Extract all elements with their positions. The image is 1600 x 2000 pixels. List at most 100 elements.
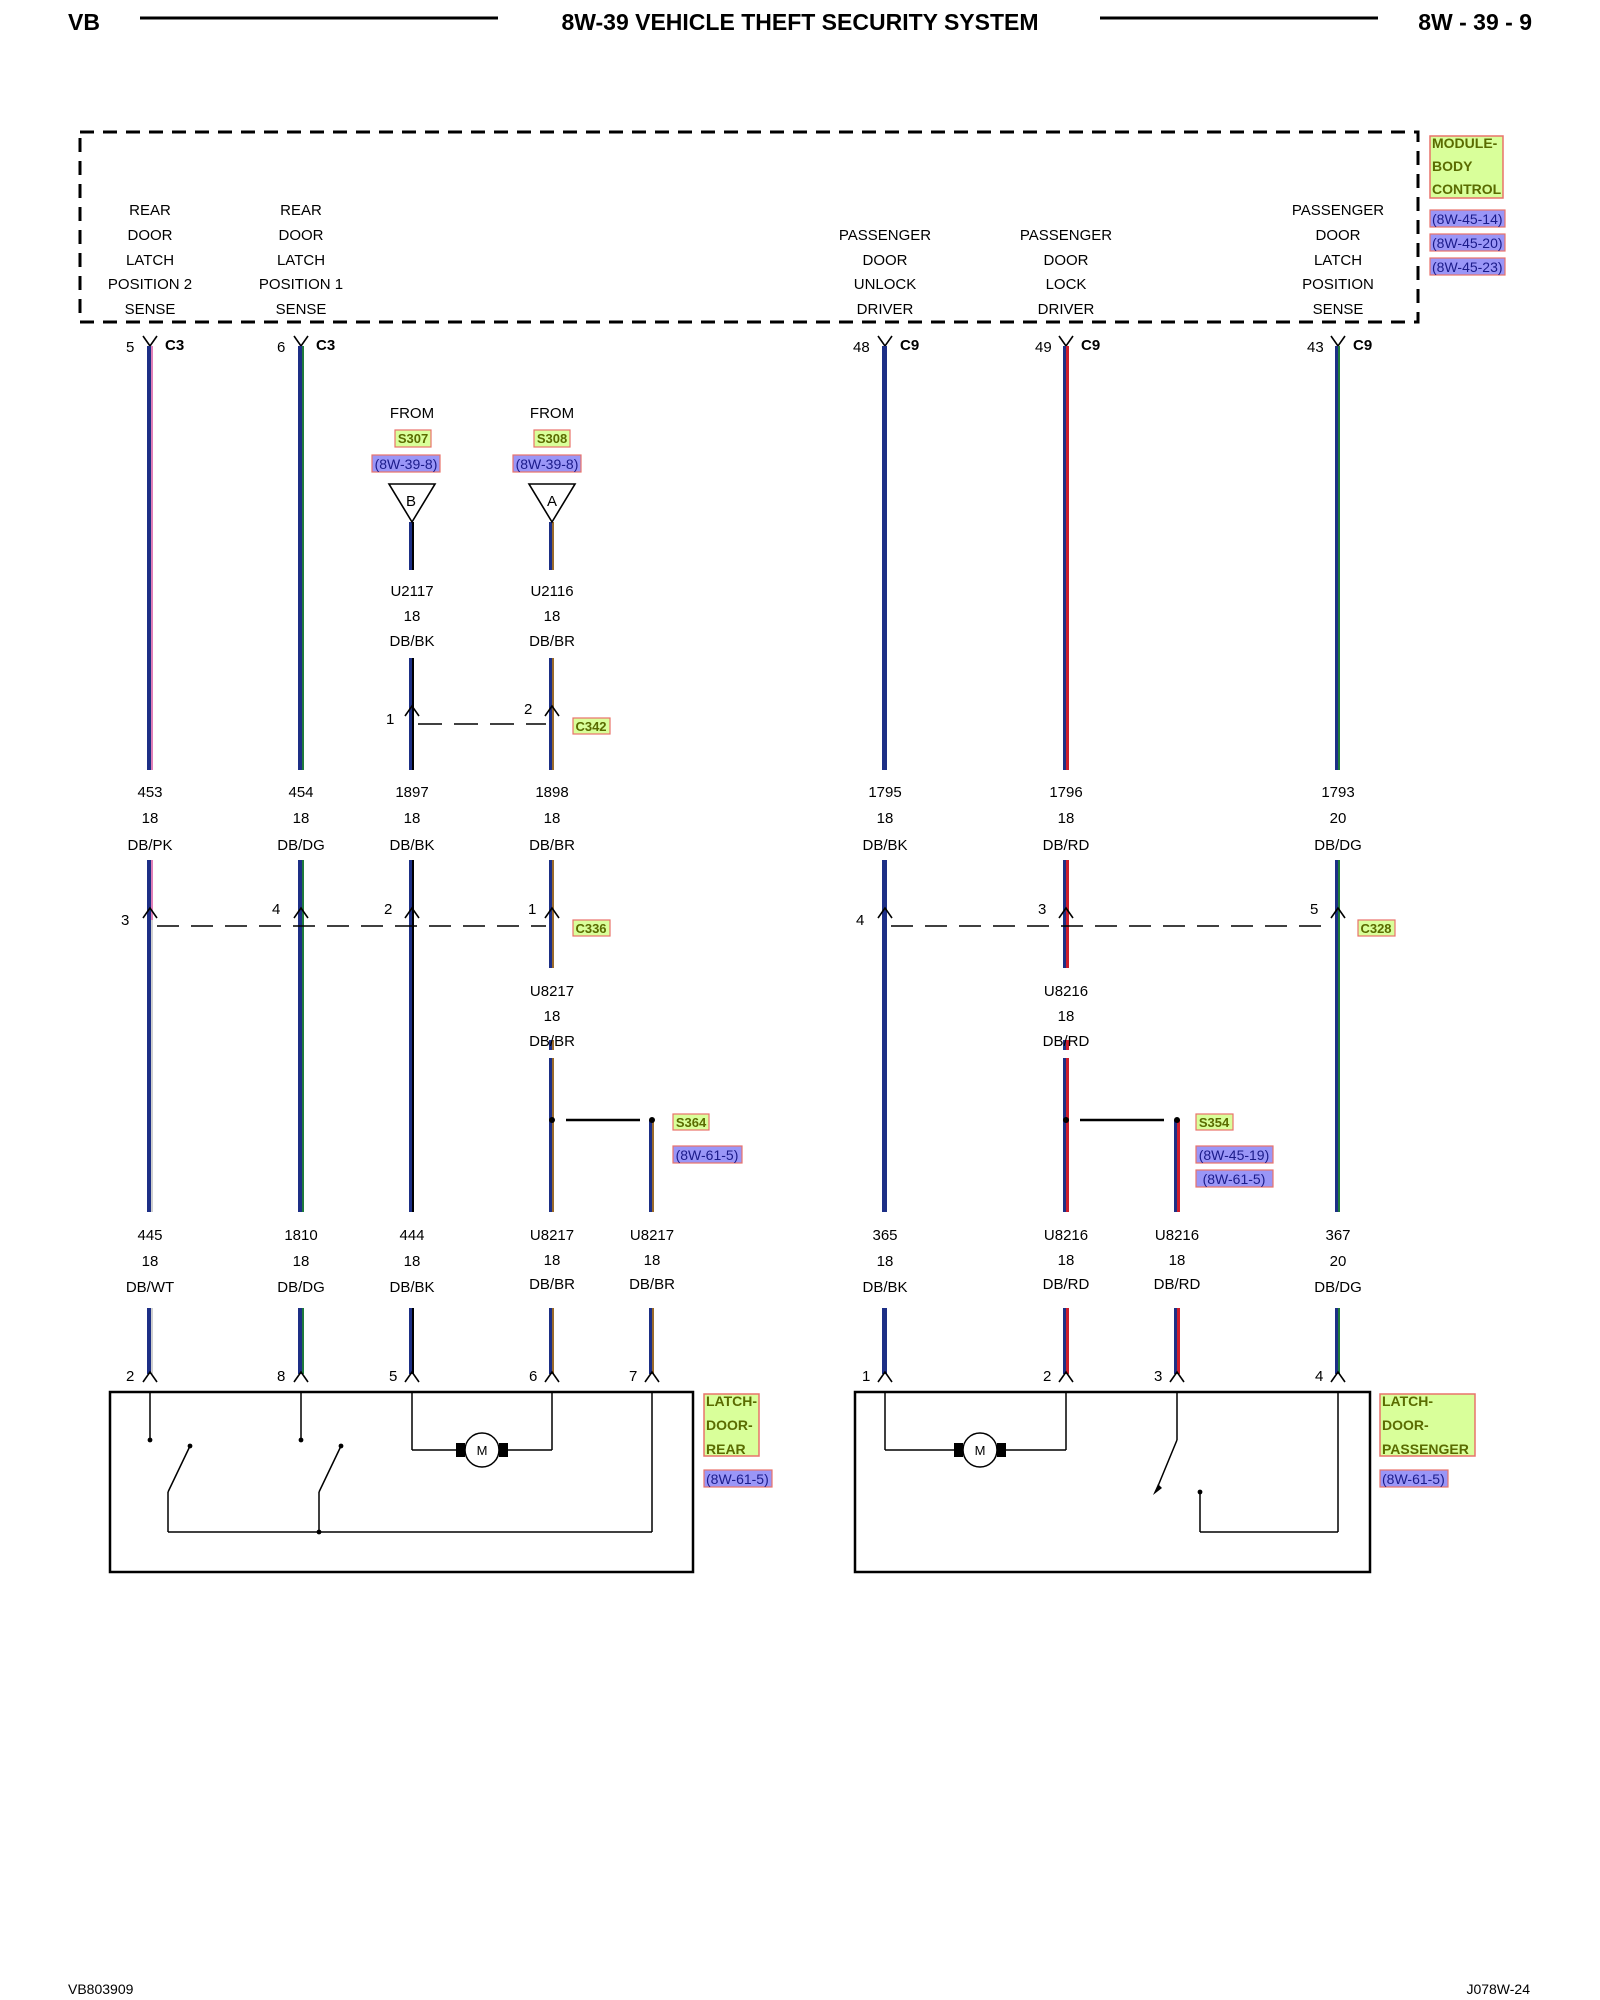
mid-label-gap bbox=[100, 772, 1400, 860]
s307-ref[interactable]: (8W-39-8) bbox=[375, 456, 438, 472]
bw-365-gauge: 18 bbox=[877, 1253, 894, 1270]
bw-u8217b-circuit: U8217 bbox=[630, 1227, 674, 1244]
mid-1795-circuit: 1795 bbox=[868, 784, 901, 801]
wire-1793[interactable] bbox=[1335, 346, 1340, 770]
rear-motor-icon bbox=[464, 1432, 500, 1468]
fn4-line1: PASSENGER bbox=[1020, 227, 1112, 244]
u8216-gap-tail bbox=[1054, 1050, 1074, 1058]
s308-ref-box bbox=[512, 454, 582, 473]
header-page-number: 8W - 39 - 9 bbox=[1418, 9, 1532, 35]
u2116-gauge: 18 bbox=[544, 608, 561, 625]
bw-445-gauge: 18 bbox=[142, 1253, 159, 1270]
splice-triangle-a bbox=[527, 483, 577, 524]
c336-pin-1: 1 bbox=[528, 901, 536, 918]
latch-door-passenger-ref[interactable]: (8W-61-5) bbox=[1382, 1471, 1445, 1487]
module-ref-2[interactable]: (8W-45-20) bbox=[1432, 235, 1503, 251]
c342-label-box bbox=[572, 717, 611, 735]
latch-door-rear-name-3[interactable]: REAR bbox=[706, 1441, 746, 1457]
latch-door-passenger-name-1[interactable]: LATCH- bbox=[1382, 1393, 1433, 1409]
u2116-color: DB/BR bbox=[529, 633, 575, 650]
body-control-module-outline bbox=[78, 130, 1420, 324]
wire-u8216-branch[interactable] bbox=[1174, 1120, 1180, 1212]
latch-door-passenger-box[interactable] bbox=[853, 1390, 1372, 1574]
wire-1898[interactable] bbox=[549, 718, 554, 770]
latch-door-rear-box[interactable] bbox=[108, 1390, 695, 1574]
bw-1810-circuit: 1810 bbox=[284, 1227, 317, 1244]
s354-label[interactable]: S354 bbox=[1199, 1115, 1230, 1130]
s307-label[interactable]: S307 bbox=[398, 431, 428, 446]
s307-ref-box bbox=[371, 454, 441, 473]
mid-1898-color: DB/BR bbox=[529, 837, 575, 854]
wire-u2116[interactable] bbox=[549, 522, 554, 570]
from-s308-text: FROM bbox=[530, 405, 574, 422]
c328-label-box bbox=[1357, 919, 1396, 937]
fn4-pin: 49 bbox=[1035, 339, 1052, 356]
c342-label[interactable]: C342 bbox=[575, 719, 606, 734]
s354-ref-2[interactable]: (8W-61-5) bbox=[1203, 1171, 1266, 1187]
triangle-a-letter: A bbox=[547, 493, 557, 510]
mid-454-circuit: 454 bbox=[288, 784, 313, 801]
wire-367[interactable] bbox=[1335, 860, 1340, 1212]
c342-pin-1: 1 bbox=[386, 711, 394, 728]
latch-door-rear-ref[interactable]: (8W-61-5) bbox=[706, 1471, 769, 1487]
u2117-gauge: 18 bbox=[404, 608, 421, 625]
bw-u8217b-color: DB/BR bbox=[629, 1276, 675, 1293]
bw-u8216a-circuit: U8216 bbox=[1044, 1227, 1088, 1244]
wire-1795[interactable] bbox=[882, 346, 887, 770]
latch-door-rear-label-box bbox=[703, 1393, 760, 1457]
mid-1795-color: DB/BK bbox=[862, 837, 907, 854]
wire-445[interactable] bbox=[147, 920, 153, 1212]
wire-u8217-branch[interactable] bbox=[649, 1120, 654, 1212]
latch-door-passenger-name-2[interactable]: DOOR- bbox=[1382, 1417, 1429, 1433]
latch-door-rear-name-1[interactable]: LATCH- bbox=[706, 1393, 757, 1409]
module-name-3[interactable]: CONTROL bbox=[1432, 181, 1502, 197]
wire-453-lower[interactable] bbox=[147, 860, 153, 920]
u2116-circuit: U2116 bbox=[530, 583, 573, 600]
wire-1897[interactable] bbox=[409, 718, 414, 770]
module-ref-3[interactable]: (8W-45-23) bbox=[1432, 259, 1503, 275]
wire-restore bbox=[147, 968, 414, 1040]
fn2-line3: LATCH bbox=[277, 252, 325, 269]
mid-1897-circuit: 1897 bbox=[395, 784, 428, 801]
c336-label-box bbox=[572, 919, 611, 937]
s308-label[interactable]: S308 bbox=[537, 431, 567, 446]
s364-label[interactable]: S364 bbox=[676, 1115, 707, 1130]
u8216-gauge: 18 bbox=[1058, 1008, 1075, 1025]
bw-445-color: DB/WT bbox=[126, 1279, 174, 1296]
fn5-line2: DOOR bbox=[1316, 227, 1361, 244]
module-ref-box-3 bbox=[1429, 257, 1506, 276]
c336-label[interactable]: C336 bbox=[575, 921, 606, 936]
fn5-line1: PASSENGER bbox=[1292, 202, 1384, 219]
s308-ref[interactable]: (8W-39-8) bbox=[516, 456, 579, 472]
s354-ref-1[interactable]: (8W-45-19) bbox=[1199, 1147, 1270, 1163]
wire-1796[interactable] bbox=[1063, 346, 1069, 770]
rear-motor: M bbox=[456, 1432, 508, 1468]
u211x-label-gap bbox=[380, 572, 580, 654]
latch-door-passenger-name-3[interactable]: PASSENGER bbox=[1382, 1441, 1469, 1457]
mid-1793-circuit: 1793 bbox=[1321, 784, 1354, 801]
page-title: 8W-39 VEHICLE THEFT SECURITY SYSTEM bbox=[561, 9, 1038, 35]
fn2-pin: 6 bbox=[277, 339, 285, 356]
fn4-line3: LOCK bbox=[1046, 276, 1087, 293]
module-ref-1[interactable]: (8W-45-14) bbox=[1432, 211, 1503, 227]
wire-bottom-stubs bbox=[147, 1308, 1340, 1374]
s364-ref[interactable]: (8W-61-5) bbox=[676, 1147, 739, 1163]
module-name-2[interactable]: BODY bbox=[1432, 158, 1473, 174]
u2117-circuit: U2117 bbox=[390, 583, 433, 600]
wire-453[interactable] bbox=[147, 346, 153, 770]
s364-junction-dot bbox=[549, 1117, 555, 1123]
c342-chevrons bbox=[404, 704, 560, 717]
wire-454[interactable] bbox=[298, 346, 304, 770]
bw-445-circuit: 445 bbox=[137, 1227, 162, 1244]
module-name-1[interactable]: MODULE- bbox=[1432, 135, 1498, 151]
s354-label-box bbox=[1195, 1113, 1234, 1131]
pin-365: 1 bbox=[862, 1368, 870, 1385]
wire-365[interactable] bbox=[882, 860, 887, 1212]
u8217-label-gap bbox=[100, 968, 700, 1040]
module-ref-box-1 bbox=[1429, 209, 1506, 228]
pin-1810: 8 bbox=[277, 1368, 285, 1385]
fn4-line4: DRIVER bbox=[1038, 301, 1095, 318]
wire-u2117[interactable] bbox=[409, 522, 414, 570]
latch-door-rear-name-2[interactable]: DOOR- bbox=[706, 1417, 753, 1433]
c328-label[interactable]: C328 bbox=[1360, 921, 1391, 936]
